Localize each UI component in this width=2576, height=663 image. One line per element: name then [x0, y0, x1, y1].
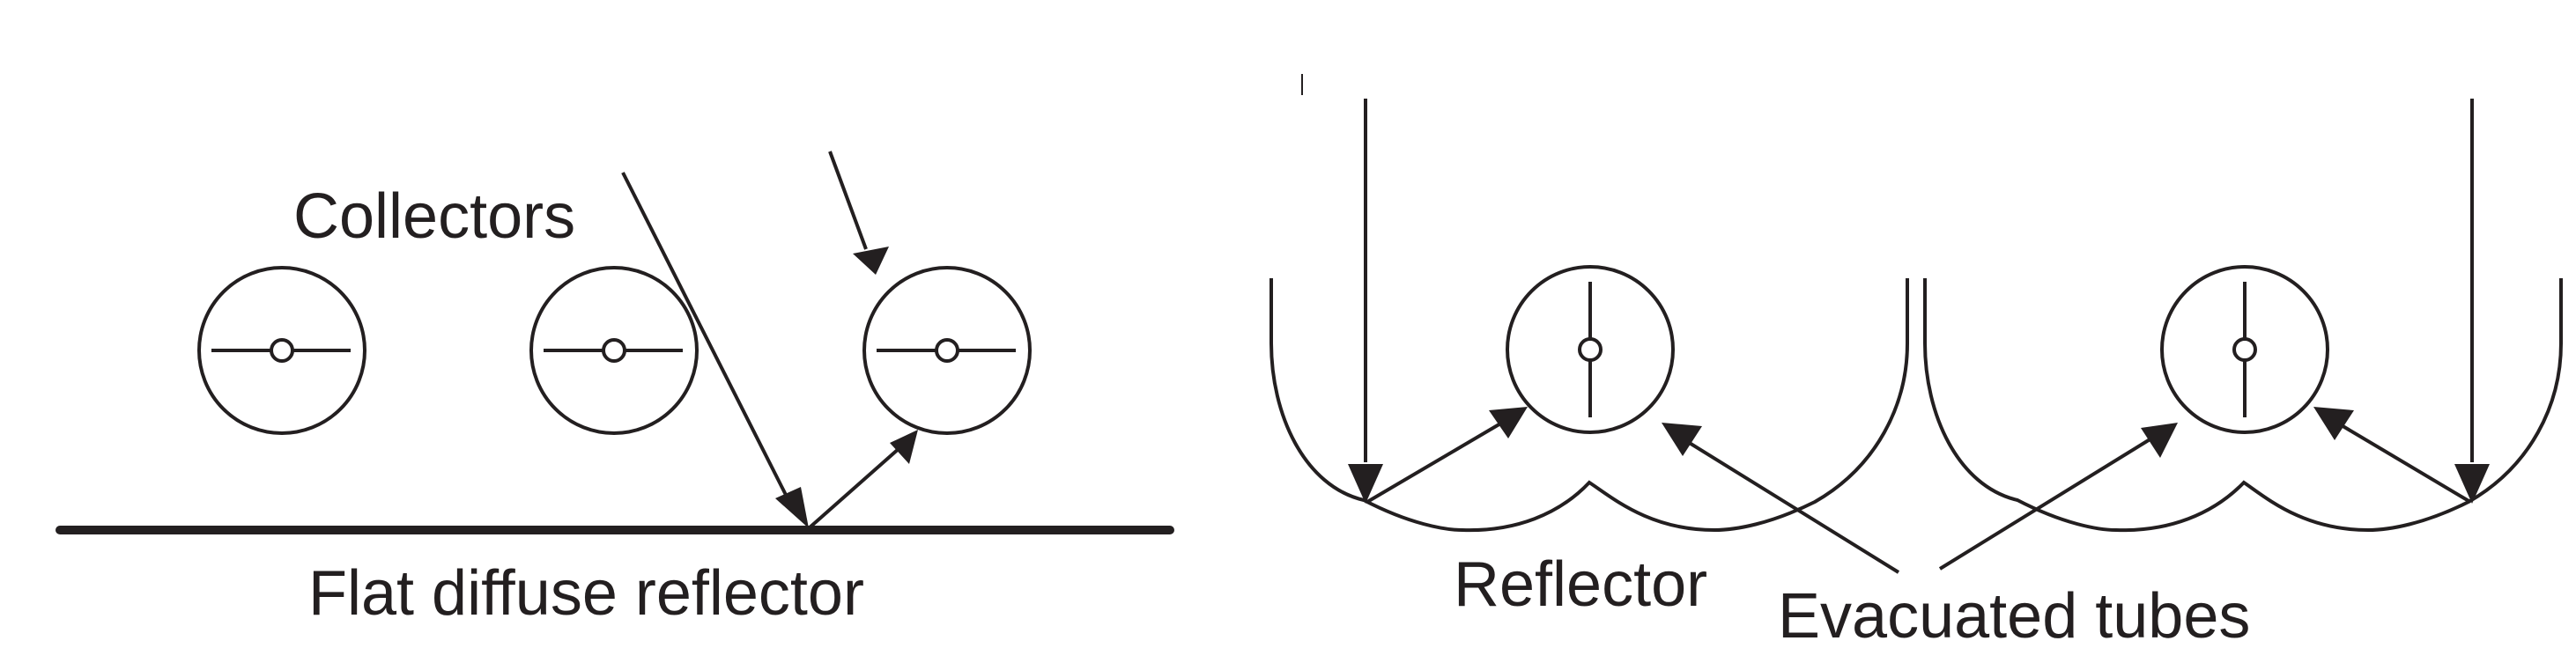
evacuated-tube-2 [2160, 265, 2329, 434]
flat-diffuse-reflector-label: Flat diffuse reflector [308, 558, 864, 629]
evacuated-tube-1 [1506, 265, 1675, 434]
tube-label-pointer-1 [1662, 423, 1900, 574]
cpc-reflector-2 [1923, 278, 2563, 533]
sun-ray-to-reflector [621, 172, 809, 528]
left-panel-flat-reflector: Collectors Flat diffuse reflector [56, 151, 1174, 629]
cpc-reflector-1 [1269, 278, 1909, 533]
direct-sun-ray [828, 151, 889, 275]
collector-tube-2 [529, 266, 699, 435]
reflected-ray-trough-2 [2313, 407, 2472, 504]
evacuated-tubes-label: Evacuated tubes [1778, 581, 2250, 652]
sun-ray-trough-2 [2454, 99, 2490, 504]
reflected-ray-to-collector [807, 430, 918, 530]
collectors-label: Collectors [293, 181, 575, 252]
reflector-label: Reflector [1454, 549, 1707, 620]
sun-ray-trough-1 [1348, 99, 1383, 504]
reflected-ray-trough-1 [1366, 407, 1528, 504]
right-panel-cpc-reflector: Reflector Evacuated tubes [1269, 74, 2563, 652]
tube-label-pointer-2 [1938, 423, 2178, 571]
collector-tube-1 [197, 266, 366, 435]
collector-tube-3 [862, 266, 1032, 435]
